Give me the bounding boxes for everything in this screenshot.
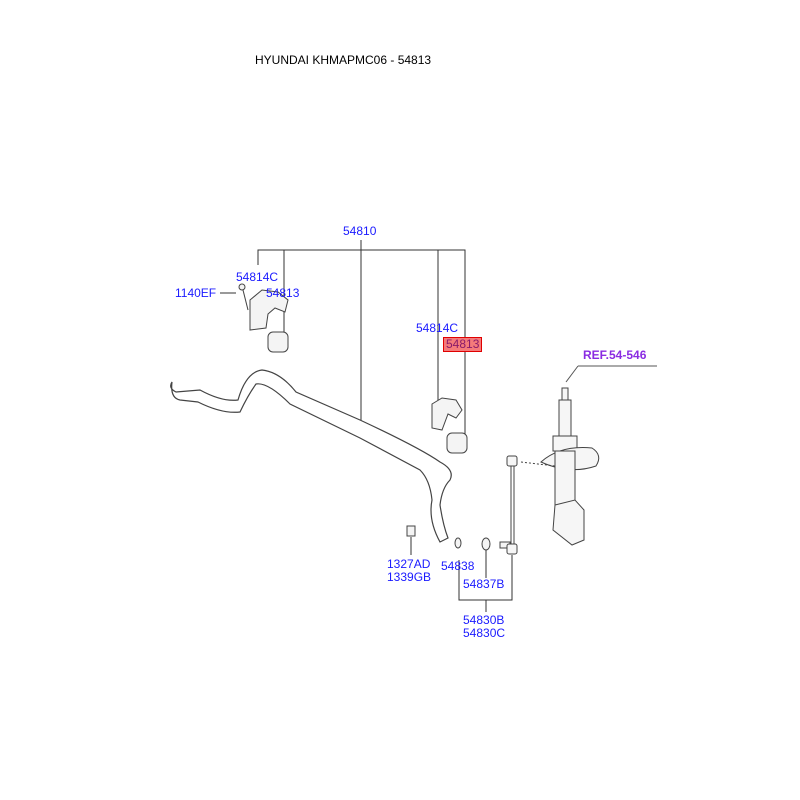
part-label-54810[interactable]: 54810 [343,224,377,238]
diagram-title: HYUNDAI KHMAPMC06 - 54813 [255,53,432,67]
bushings-brackets [238,283,511,551]
reference-label-54-546[interactable]: REF.54-546 [583,348,647,362]
part-label-54830c[interactable]: 54830C [463,626,506,640]
stabilizer-bar [170,369,452,543]
strut-assembly [520,387,600,546]
part-label-1339gb[interactable]: 1339GB [387,570,432,584]
leader-lines [220,240,657,612]
part-label-54838[interactable]: 54838 [441,559,475,573]
part-label-54814c-right[interactable]: 54814C [416,321,459,335]
part-label-54813-left[interactable]: 54813 [266,286,300,300]
part-label-54814c-left[interactable]: 54814C [236,270,279,284]
stabilizer-link [506,455,518,555]
part-label-1140ef[interactable]: 1140EF [175,286,217,300]
part-label-54813-highlighted[interactable]: 54813 [443,337,483,352]
part-label-54830b[interactable]: 54830B [463,613,505,627]
part-label-54837b[interactable]: 54837B [463,577,505,591]
part-label-1327ad[interactable]: 1327AD [387,557,431,571]
